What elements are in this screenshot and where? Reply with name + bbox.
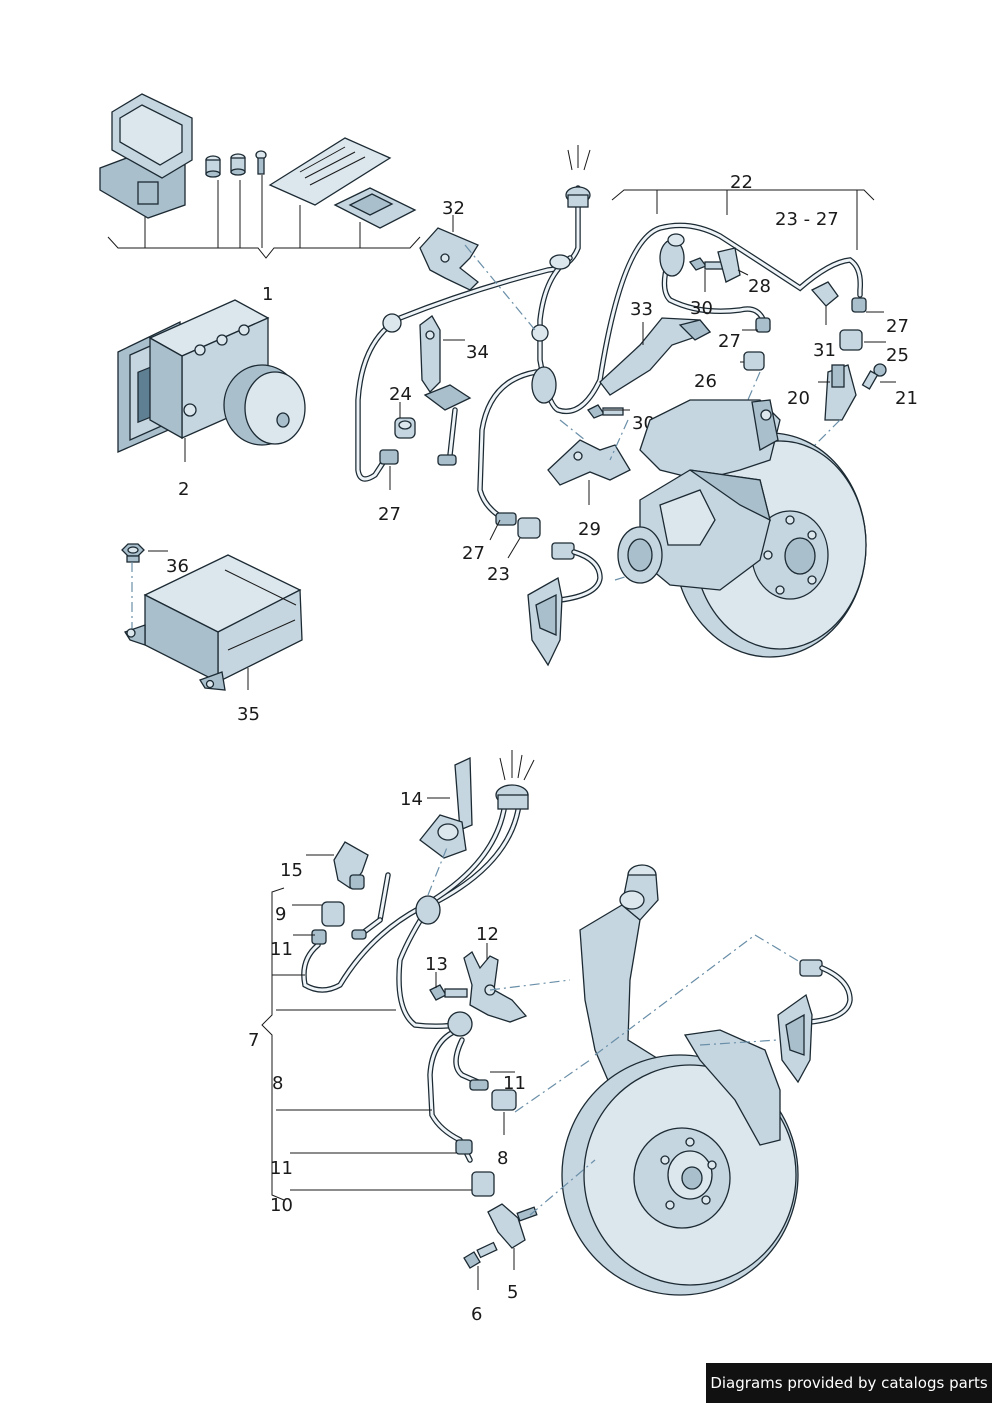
wheel-speed-sensor-20 [824, 364, 857, 421]
label-20: 20 [787, 388, 810, 409]
label-7: 7 [248, 1030, 259, 1051]
label-1: 1 [262, 284, 273, 305]
label-6: 6 [471, 1304, 482, 1325]
label-27b: 27 [462, 543, 485, 564]
connectors-top [379, 297, 867, 539]
label-33: 33 [630, 299, 653, 320]
label-8b: 8 [497, 1148, 508, 1169]
label-30a: 30 [690, 298, 713, 319]
bracket-29 [547, 439, 631, 486]
label-23: 23 [487, 564, 510, 585]
clip-31 [810, 281, 839, 307]
label-11b: 11 [270, 1158, 293, 1179]
label-27d: 27 [886, 316, 909, 337]
pad-wear-sensor-bottom [777, 959, 853, 1084]
label-31: 31 [813, 340, 836, 361]
harness-bracket-7 [261, 887, 472, 1201]
bracket-33 [599, 317, 712, 396]
bolt-21 [861, 363, 887, 390]
label-5: 5 [507, 1282, 518, 1303]
label-12: 12 [476, 924, 499, 945]
label-25: 25 [886, 345, 909, 366]
label-26: 26 [694, 371, 717, 392]
harness-bracket-22 [611, 189, 875, 250]
footer-credit: Diagrams provided by catalogs parts [706, 1363, 992, 1403]
nut-36 [121, 543, 145, 563]
bolt-13 [429, 984, 468, 1001]
label-28: 28 [748, 276, 771, 297]
hydraulic-unit [117, 299, 306, 453]
label-2: 2 [178, 479, 189, 500]
airbag-control-module [124, 554, 303, 691]
bracket-32 [419, 227, 479, 291]
steering-knuckle-bottom [579, 864, 661, 1091]
label-21: 21 [895, 388, 918, 409]
bolt-clip-28-30 [688, 247, 741, 283]
label-27c: 27 [718, 331, 741, 352]
linkage-34 [419, 315, 472, 466]
label-24: 24 [389, 384, 412, 405]
label-29: 29 [578, 519, 601, 540]
bracket-14 [419, 756, 473, 859]
label-10: 10 [270, 1195, 293, 1216]
label-35: 35 [237, 704, 260, 725]
bottom-wiring-harness [301, 750, 535, 1163]
label-14: 14 [400, 789, 423, 810]
seal-plugs [205, 150, 267, 178]
label-27a: 27 [378, 504, 401, 525]
connectors-bottom [311, 901, 517, 1197]
wheel-hub-knuckle-top [639, 399, 781, 481]
splash-shield-bottom [683, 1029, 781, 1146]
top-wiring-harness [355, 145, 864, 518]
label-8a: 8 [272, 1073, 283, 1094]
wheel-speed-sensor-5 [487, 1203, 538, 1249]
label-11c: 11 [503, 1073, 526, 1094]
level-sensor-15 [333, 841, 391, 940]
bolt-6 [463, 1241, 498, 1269]
pad-wear-sensor-top [527, 542, 603, 667]
label-32: 32 [442, 198, 465, 219]
label-36: 36 [166, 556, 189, 577]
label-22: 22 [730, 172, 753, 193]
instruction-sheets [268, 137, 417, 229]
label-13: 13 [425, 954, 448, 975]
label-34: 34 [466, 342, 489, 363]
label-15: 15 [280, 860, 303, 881]
label-9: 9 [275, 904, 286, 925]
brake-caliper-top [617, 469, 771, 591]
kit-bracket [107, 175, 421, 259]
label-11a: 11 [270, 939, 293, 960]
bolt-30b [587, 404, 624, 419]
brake-disc-bottom [561, 1054, 799, 1296]
label-23-27: 23 - 27 [775, 209, 839, 230]
abs-control-unit-kit [99, 93, 193, 219]
